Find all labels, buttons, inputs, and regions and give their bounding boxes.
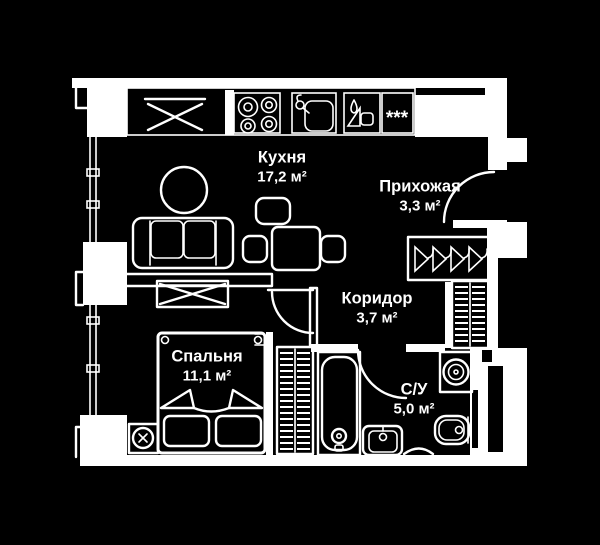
sofa-icon: [131, 216, 235, 270]
wall-top: [72, 78, 507, 88]
window-upper: [89, 136, 97, 243]
balcony-bracket-bottom: [74, 425, 85, 459]
window-mullion: [86, 200, 100, 209]
room-label-bathroom: С/У 5,0 м²: [393, 379, 434, 418]
walls: [72, 78, 527, 466]
wall-top-left-block: [87, 78, 127, 137]
room-area: 3,3 м²: [399, 196, 441, 214]
room-name: Спальня: [171, 347, 243, 366]
pillow: [162, 414, 211, 448]
kitchen-sink-icon: [291, 92, 337, 134]
bedroom-furniture: [127, 279, 315, 456]
wall-left-mid-block: [83, 242, 127, 305]
room-label-bedroom: Спальня 11,1 м²: [171, 346, 242, 385]
shoe-closet-icon: [450, 279, 491, 350]
wall-right-above-door: [488, 137, 507, 170]
balcony-bracket-mid: [74, 270, 85, 307]
counter-divider: [225, 90, 234, 135]
ventilation-shaft: [488, 366, 503, 452]
pillow: [214, 414, 263, 448]
washbasin-icon: [361, 424, 404, 457]
double-bed-icon: [156, 331, 267, 455]
hanger-rack-icon: [406, 235, 492, 282]
folding-table-icon: [143, 97, 207, 132]
room-name: Прихожая: [379, 177, 461, 196]
svg-text:***: ***: [386, 108, 409, 129]
wall-bedroom-right: [266, 332, 273, 455]
radiator-icon: ***: [381, 92, 414, 134]
wall-bathroom-top-left: [311, 344, 358, 352]
blanket-fold-left: [159, 388, 196, 410]
tv-stand-icon: [155, 279, 230, 309]
dishwasher-icon: [343, 92, 381, 134]
room-area: 11,1 м²: [182, 366, 232, 384]
hallway-fixtures: [406, 235, 492, 350]
wall-notch: [482, 350, 492, 362]
round-table-icon: [159, 165, 209, 215]
chair-top: [254, 196, 292, 226]
room-label-hallway: Прихожая 3,3 м²: [379, 176, 460, 215]
wall-bottom: [80, 455, 527, 466]
room-label-kitchen: Кухня 17,2 м²: [257, 147, 306, 186]
chair-left: [241, 234, 269, 264]
room-area: 5,0 м²: [393, 399, 435, 417]
room-area: 3,7 м²: [356, 308, 398, 326]
stool-icon: [127, 422, 160, 455]
counter-outline: [126, 87, 416, 136]
built-in-closet-icon: [275, 345, 315, 456]
entry-door-arc: [442, 170, 496, 224]
blanket-fold-right: [227, 388, 264, 410]
floor-drain-arc: [402, 447, 435, 456]
chair-right: [319, 234, 347, 264]
balcony-bracket-top: [74, 86, 89, 110]
room-name: Кухня: [257, 148, 307, 167]
toilet-icon: [433, 414, 471, 446]
wall-bedroom-top: [123, 272, 274, 288]
room-name: Коридор: [341, 289, 413, 308]
stove-icon: [233, 92, 281, 134]
room-area: 17,2 м²: [257, 167, 307, 185]
window-mullion: [86, 316, 100, 325]
window-lower: [89, 304, 97, 416]
bedroom-door-arc: [270, 290, 315, 335]
room-name: С/У: [400, 380, 428, 399]
bathtub-icon: [316, 350, 362, 457]
living-furniture: [131, 165, 347, 272]
kitchen-counter: ***: [126, 87, 416, 136]
wall-right-mid: [487, 258, 498, 352]
window-mullion: [86, 168, 100, 177]
dining-table-icon: [241, 196, 347, 272]
wall-slot: [472, 390, 478, 448]
wall-pilaster-upper: [507, 138, 527, 162]
washing-machine-icon: [438, 350, 474, 394]
wall-hallway-top-block: [415, 95, 487, 137]
wall-door-nook: [308, 286, 319, 348]
window-mullion: [86, 364, 100, 373]
wall-corridor-top: [453, 220, 507, 228]
windows: [86, 136, 100, 416]
wall-top-right-block: [485, 78, 507, 137]
bathroom-fixtures: [316, 350, 474, 457]
wall-corridor-right: [445, 282, 453, 348]
wall-bathroom-top-right: [406, 344, 445, 352]
room-label-corridor: Коридор 3,7 м²: [341, 288, 412, 327]
